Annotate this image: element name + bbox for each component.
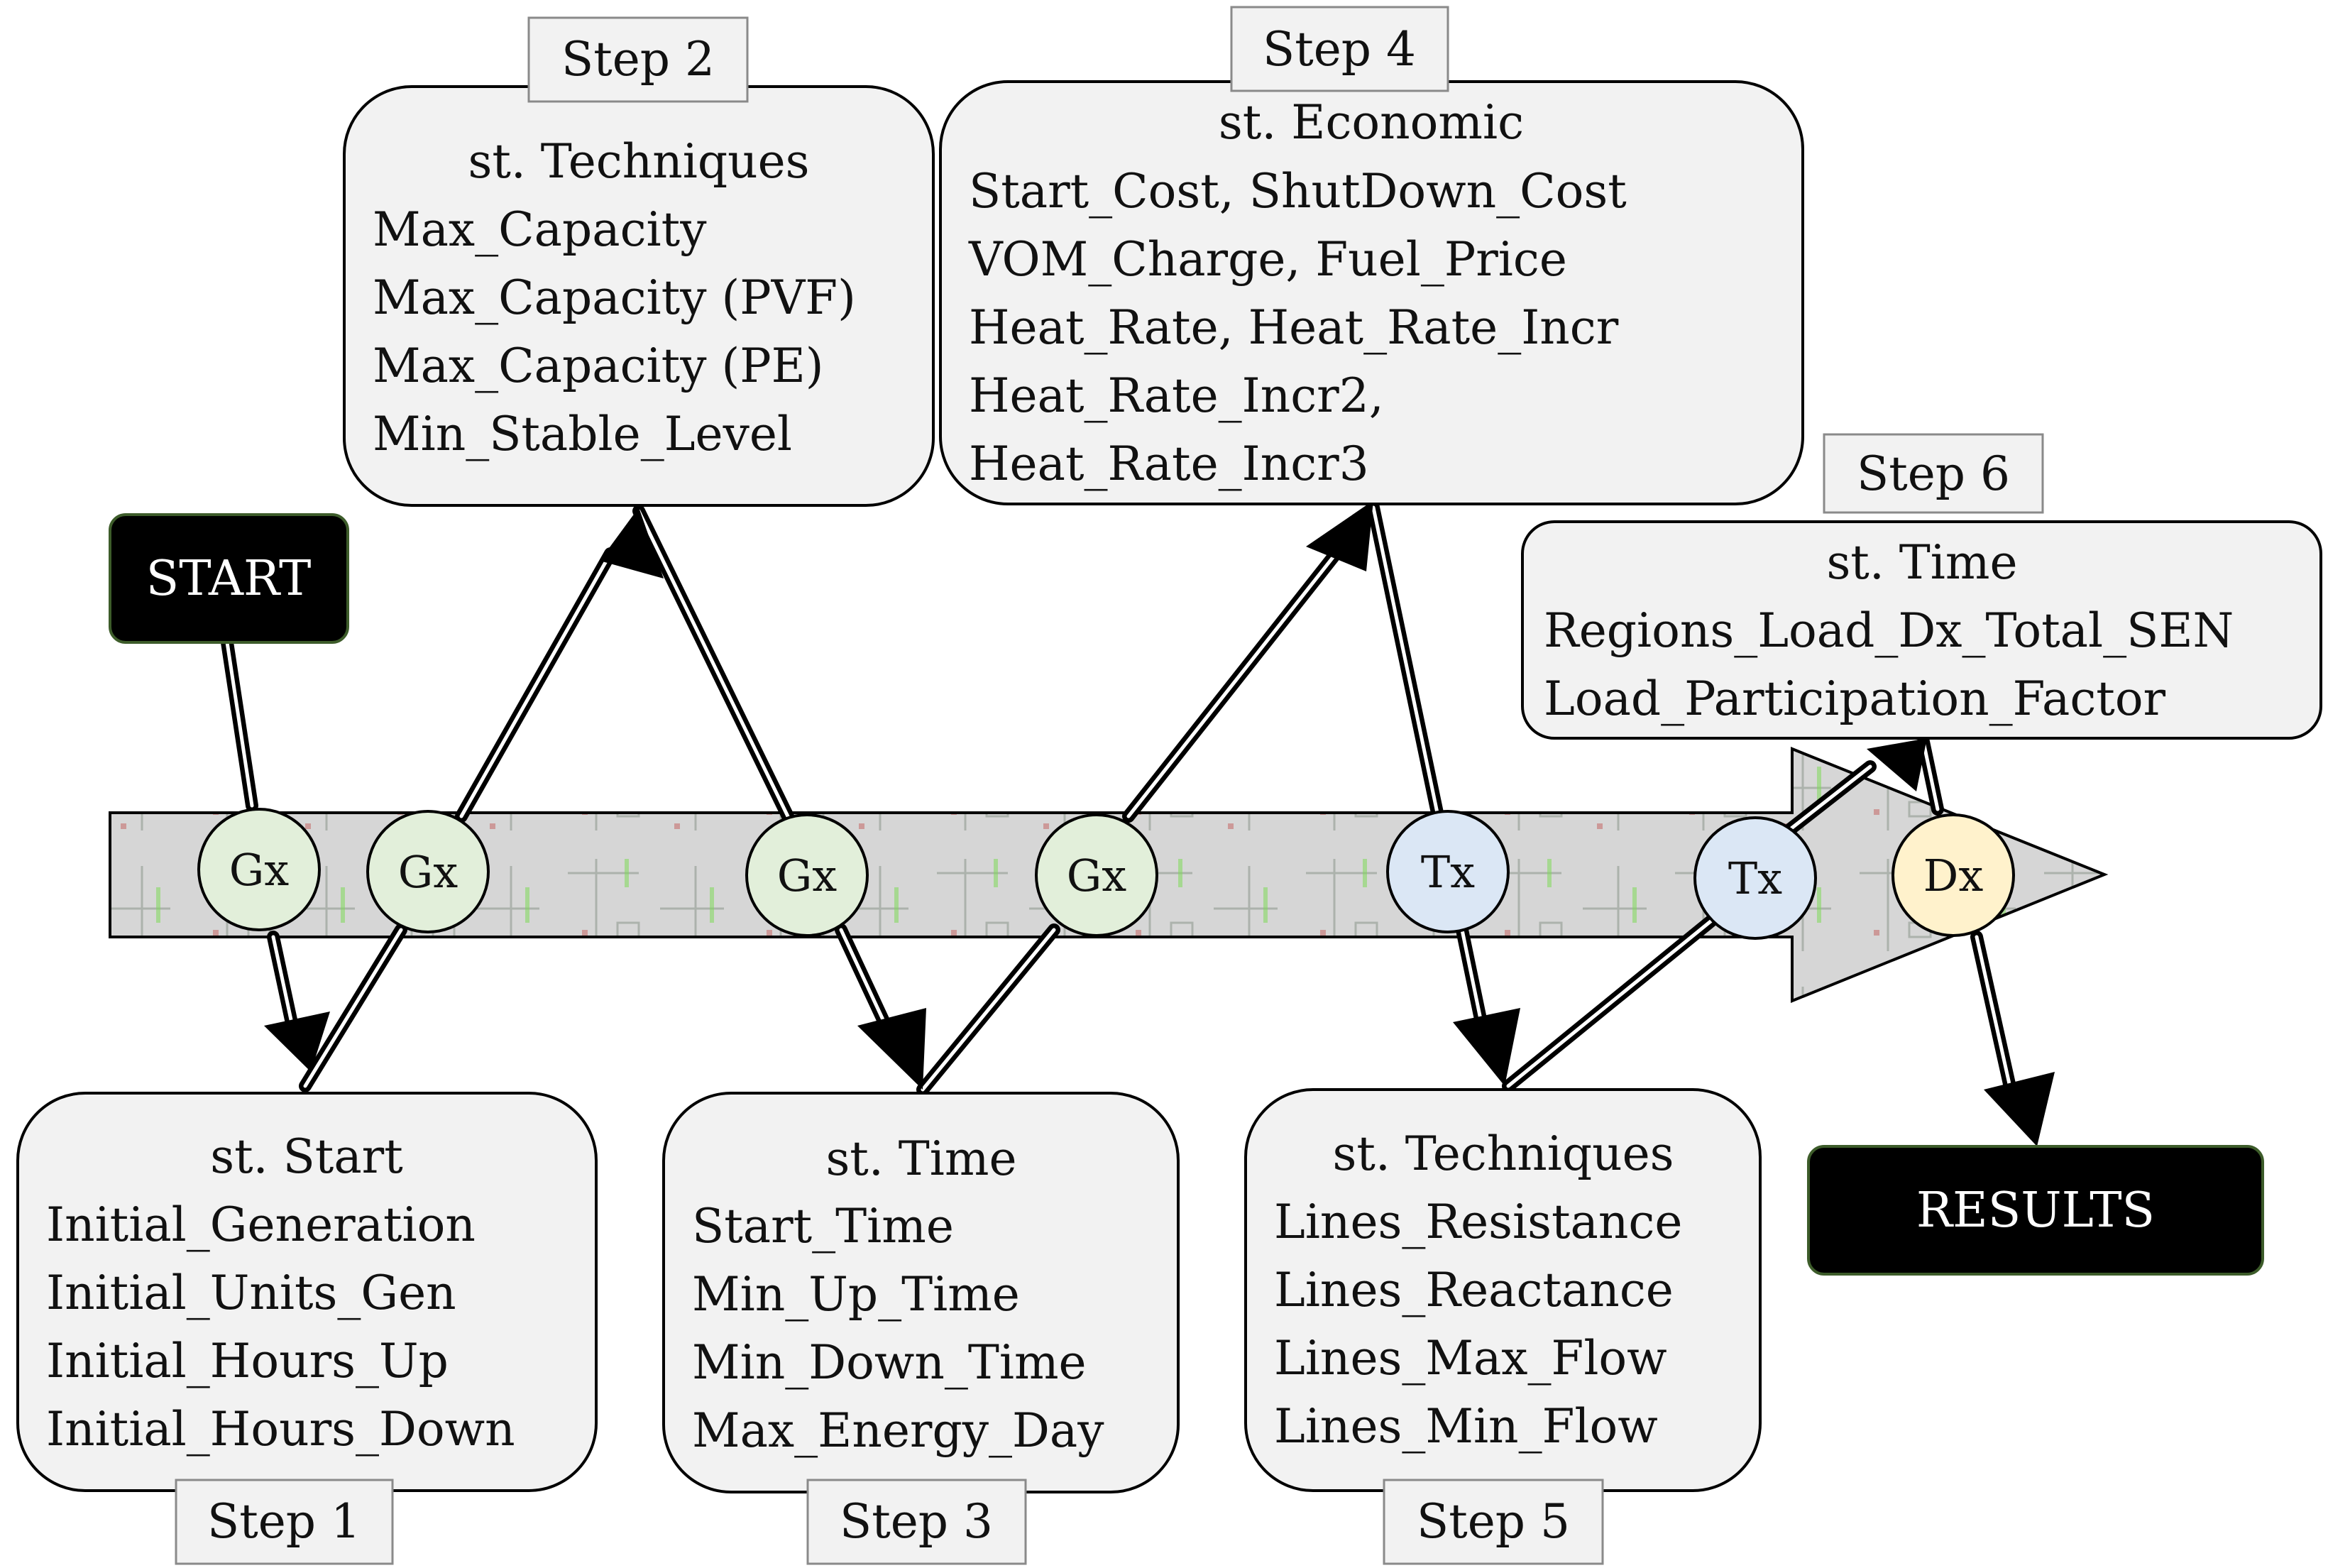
tx-node-label: Tx: [1421, 846, 1475, 898]
connector-tx2-step6: [1782, 760, 1877, 837]
step3-box: st. Time Start_Time Min_Up_Time Min_Down…: [662, 1092, 1180, 1565]
connector-gx4-step4: [1122, 540, 1348, 823]
connector-step6-dx: [1917, 735, 1944, 816]
step1-line: Initial_Generation: [46, 1197, 476, 1252]
step5-title: st. Techniques: [1332, 1126, 1674, 1181]
arrowhead-step6: [1867, 738, 1927, 791]
step1-line: Initial_Hours_Down: [46, 1402, 515, 1457]
gx-node-label: Gx: [1067, 850, 1127, 901]
step4-line: Start_Cost, ShutDown_Cost: [969, 164, 1627, 219]
arrowhead-results: [1984, 1072, 2055, 1146]
gx-node: Gx: [366, 810, 490, 933]
step4-label: Step 4: [1263, 22, 1416, 77]
connector-step1-gx2: [299, 923, 407, 1092]
step2-line: Max_Capacity (PVF): [373, 270, 856, 325]
gx-node-label: Gx: [398, 846, 459, 898]
step4-line: VOM_Charge, Fuel_Price: [968, 232, 1567, 287]
step3-line: Start_Time: [692, 1199, 954, 1254]
gx-node: Gx: [745, 813, 869, 937]
step4-title: st. Economic: [1219, 95, 1524, 150]
step5-box: st. Techniques Lines_Resistance Lines_Re…: [1244, 1088, 1762, 1565]
step1-title: st. Start: [210, 1129, 403, 1184]
connector-tx1-step5: [1456, 923, 1490, 1039]
connector-dx-results: [1970, 931, 2019, 1103]
step1-label: Step 1: [207, 1494, 361, 1549]
arrowhead-step1: [264, 1011, 330, 1072]
connector-start-gx1: [221, 636, 258, 812]
step3-title: st. Time: [825, 1131, 1016, 1186]
step1-box: st. Start Initial_Generation Initial_Uni…: [16, 1092, 598, 1565]
arrowhead-step2: [600, 508, 664, 579]
tx-node: Tx: [1693, 816, 1817, 940]
step2-line: Min_Stable_Level: [373, 407, 792, 461]
connector-step5-tx2: [1502, 909, 1724, 1092]
arrowheads: [264, 500, 2055, 1146]
step6-line: Regions_Load_Dx_Total_SEN: [1544, 603, 2234, 658]
arrowhead-step4: [1306, 500, 1373, 571]
step5-label: Step 5: [1417, 1494, 1570, 1549]
connector-arrows: [221, 501, 2019, 1103]
results-label: RESULTS: [1916, 1183, 2155, 1239]
step6-line: Load_Participation_Factor: [1544, 671, 2166, 726]
step4-box: st. Economic Start_Cost, ShutDown_Cost V…: [939, 6, 1804, 505]
step5-line: Lines_Reactance: [1274, 1263, 1674, 1317]
step6-title: st. Time: [1826, 535, 2017, 590]
tx-node: Tx: [1386, 810, 1510, 933]
step3-line: Min_Down_Time: [692, 1335, 1087, 1390]
step6-label: Step 6: [1857, 446, 2010, 501]
step1-line: Initial_Hours_Up: [46, 1334, 449, 1388]
timeline-nodes: Gx Gx Gx Gx Tx Tx Dx: [197, 808, 2015, 940]
step2-line: Max_Capacity (PE): [373, 339, 824, 393]
dx-node-label: Dx: [1923, 850, 1984, 901]
step4-line: Heat_Rate_Incr3: [969, 437, 1369, 491]
start-label: START: [146, 551, 312, 607]
step5-line: Lines_Min_Flow: [1274, 1399, 1658, 1454]
gx-node-label: Gx: [777, 850, 838, 901]
step1-line: Initial_Units_Gen: [46, 1266, 456, 1320]
step4-line: Heat_Rate_Incr2,: [969, 368, 1384, 423]
start-terminal: START: [109, 513, 349, 644]
connector-step4-tx1: [1367, 501, 1444, 819]
connector-gx2-step2: [455, 547, 617, 823]
results-terminal: RESULTS: [1807, 1145, 2264, 1276]
step2-title: st. Techniques: [468, 134, 809, 189]
gx-node: Gx: [1035, 813, 1158, 937]
step5-line: Lines_Max_Flow: [1274, 1331, 1667, 1386]
connector-gx3-step3: [835, 923, 897, 1043]
step3-line: Max_Energy_Day: [692, 1403, 1104, 1458]
connector-step2-gx3: [632, 505, 794, 823]
connector-gx1-step1: [267, 931, 301, 1043]
step2-label: Step 2: [561, 32, 715, 87]
gx-node-label: Gx: [229, 844, 290, 896]
step4-line: Heat_Rate, Heat_Rate_Incr: [969, 300, 1619, 355]
arrowhead-step5: [1453, 1008, 1520, 1086]
gx-node: Gx: [197, 808, 321, 931]
step6-box: st. Time Regions_Load_Dx_Total_SEN Load_…: [1521, 433, 2322, 740]
step3-line: Min_Up_Time: [692, 1267, 1020, 1322]
step3-label: Step 3: [840, 1494, 993, 1549]
step2-line: Max_Capacity: [373, 202, 707, 257]
dx-node: Dx: [1892, 813, 2015, 937]
arrowhead-step3: [857, 1008, 926, 1090]
tx-node-label: Tx: [1728, 852, 1782, 904]
step2-box: st. Techniques Max_Capacity Max_Capacity…: [343, 16, 935, 507]
connector-step3-gx4: [916, 923, 1060, 1096]
step5-line: Lines_Resistance: [1274, 1195, 1682, 1249]
